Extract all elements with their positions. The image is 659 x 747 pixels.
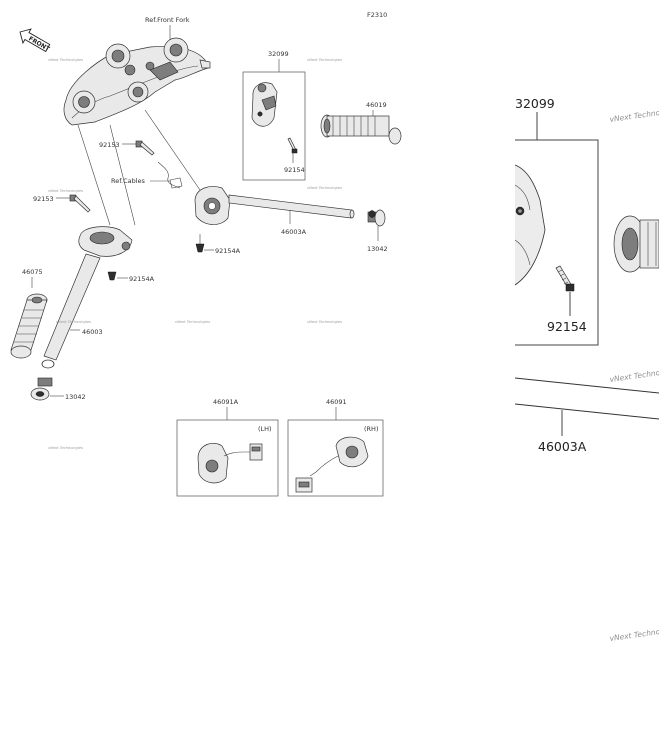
label-13042-lower: 13042 (65, 393, 86, 401)
switch-assembly-lh (197, 443, 263, 484)
zoom-label-92154: 92154 (547, 319, 587, 334)
screw-92154A-lower (107, 271, 117, 281)
zoom-panel: 32099 92154 46003A vNext Technol (514, 96, 659, 643)
svg-text:vNext Technologies: vNext Technologies (609, 624, 659, 643)
label-46019: 46019 (366, 101, 387, 109)
svg-text:vNext Technologies: vNext Technologies (48, 58, 83, 62)
switch-housing-right (194, 186, 231, 225)
svg-text:vNext Technologies: vNext Technologies (307, 320, 342, 324)
handlebar-46003A (228, 194, 355, 219)
svg-text:vNext Technologies: vNext Technologies (609, 365, 659, 384)
svg-text:vNext Technologies: vNext Technologies (307, 186, 342, 190)
screw-92154-small (287, 137, 298, 154)
label-46003: 46003 (82, 328, 103, 336)
box-46091 (287, 419, 384, 497)
label-46091: 46091 (326, 398, 347, 406)
label-46003A: 46003A (281, 228, 307, 236)
zoom-grip-46019 (613, 215, 659, 273)
zoom-label-32099: 32099 (515, 96, 555, 111)
label-92154A-upper: 92154A (215, 247, 241, 255)
ref-cables-label: Ref.Cables (111, 177, 146, 185)
bolt-92153-upper (135, 140, 155, 156)
front-arrow-icon: FRONT (19, 28, 51, 53)
watermarks-large: vNext Technologies vNext Technologies vN… (609, 105, 659, 643)
left-clamp-holder (78, 226, 133, 257)
bar-end-13042-lower (30, 377, 53, 401)
grip-46019 (320, 114, 402, 145)
screw-92154A-upper (195, 234, 205, 253)
label-rh: (RH) (364, 425, 378, 433)
throttle-housing-32099 (251, 82, 278, 127)
switch-assembly-rh (295, 436, 369, 493)
label-lh: (LH) (258, 425, 272, 433)
label-13042-upper: 13042 (367, 245, 388, 253)
spacer-ring (41, 359, 55, 369)
label-46091A: 46091A (213, 398, 239, 406)
label-92154: 92154 (284, 166, 305, 174)
label-32099: 32099 (268, 50, 289, 58)
label-92154A-lower: 92154A (129, 275, 155, 283)
zoom-label-46003A: 46003A (538, 439, 587, 454)
svg-text:vNext Technologies: vNext Technologies (48, 189, 83, 193)
box-32099 (242, 71, 306, 181)
handlebar-46003 (43, 253, 101, 361)
upper-triple-clamp (63, 37, 211, 126)
front-label: FRONT (27, 35, 51, 53)
label-46075: 46075 (22, 268, 43, 276)
zoom-screw-92154 (555, 265, 575, 292)
box-46091A (176, 419, 279, 497)
svg-text:vNext Technologies: vNext Technologies (175, 320, 210, 324)
bolt-92153-lower (69, 194, 91, 213)
grip-46075 (10, 293, 48, 359)
watermarks-small: vNext Technologies vNext Technologies vN… (48, 58, 342, 450)
svg-text:vNext Technologies: vNext Technologies (609, 105, 659, 124)
svg-text:vNext Technologies: vNext Technologies (307, 58, 342, 62)
label-92153-lower: 92153 (33, 195, 54, 203)
bar-end-13042-upper (367, 209, 386, 227)
figure-code: F2310 (367, 11, 387, 19)
ref-front-fork-label: Ref.Front Fork (145, 16, 190, 24)
label-92153-upper: 92153 (99, 141, 120, 149)
svg-text:vNext Technologies: vNext Technologies (56, 320, 91, 324)
svg-text:vNext Technologies: vNext Technologies (48, 446, 83, 450)
